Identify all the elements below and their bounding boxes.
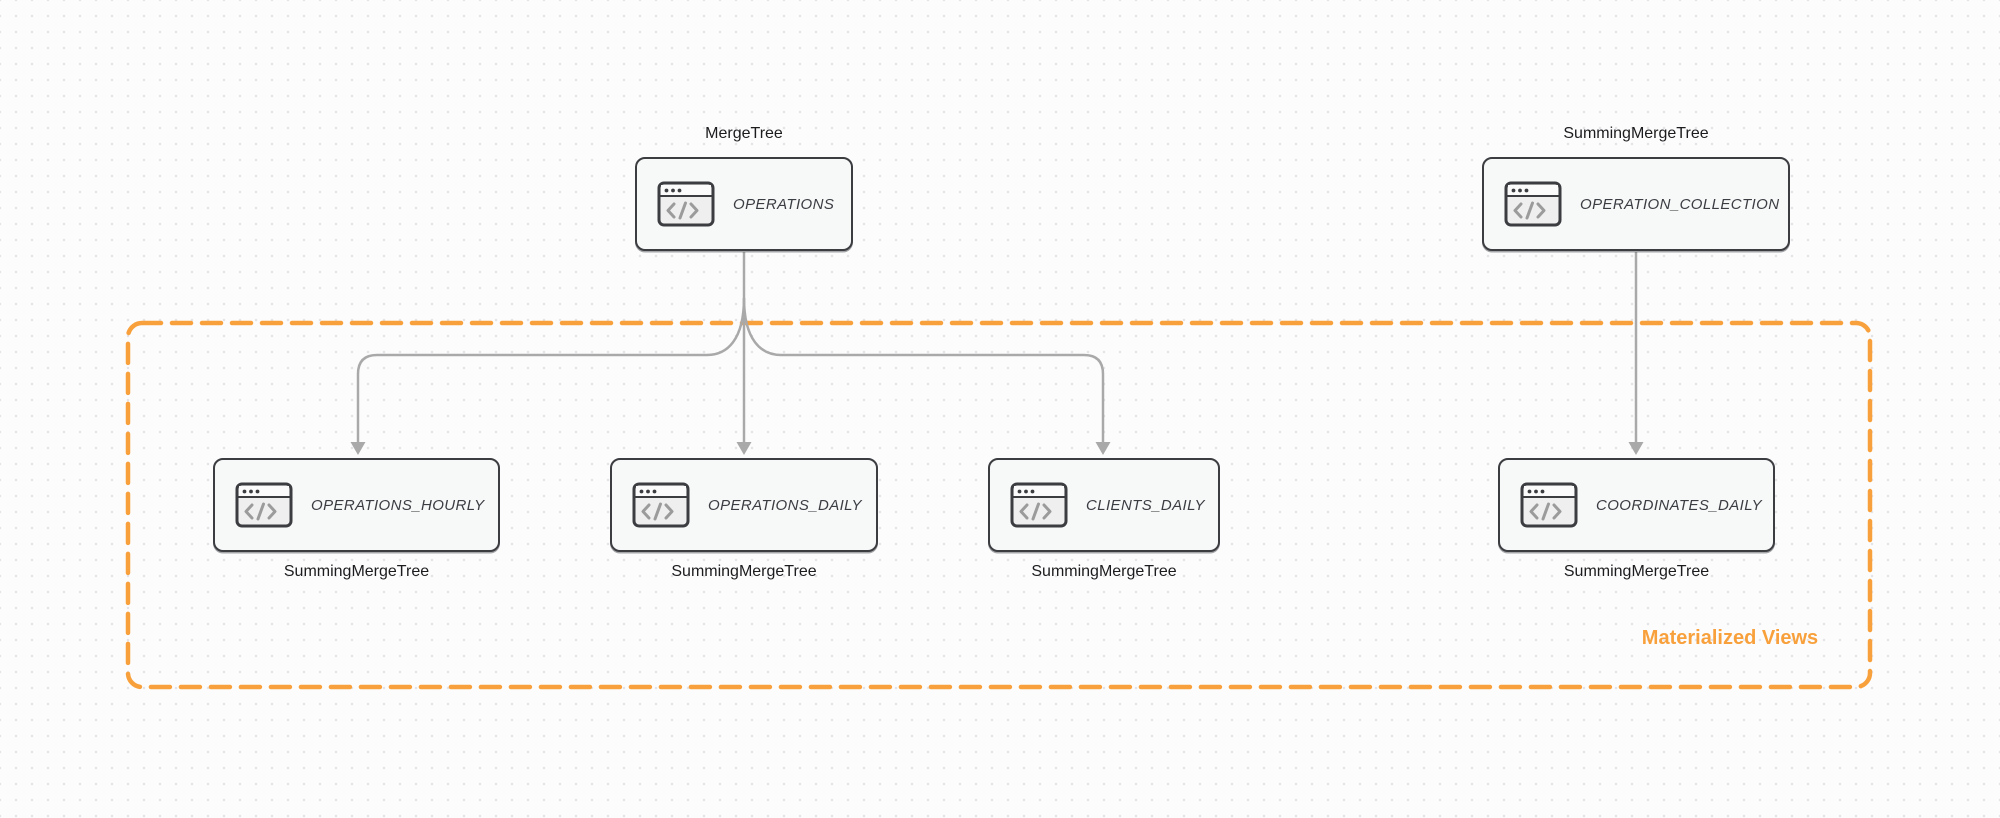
node-operation-collection[interactable]: OPERATION_COLLECTION [1482, 157, 1790, 251]
node-clients-daily[interactable]: CLIENTS_DAILY [988, 458, 1220, 552]
materialized-views-group-box[interactable] [125, 320, 1873, 690]
engine-label-operations-hourly: SummingMergeTree [283, 563, 430, 580]
edge-operations-to-clients-daily [742, 297, 1105, 443]
node-title: COORDINATES_DAILY [1596, 496, 1763, 514]
edge-operations-to-operations-hourly [356, 297, 746, 443]
node-operations[interactable]: OPERATIONS [635, 157, 853, 251]
node-title: OPERATIONS_DAILY [708, 496, 862, 514]
materialized-views-label: Materialized Views [1641, 627, 1819, 649]
engine-label-coordinates-daily: SummingMergeTree [1563, 563, 1710, 580]
engine-label-operation-collection: SummingMergeTree [1563, 125, 1709, 142]
code-window-icon [1520, 482, 1578, 528]
node-title: OPERATION_COLLECTION [1580, 195, 1780, 213]
engine-label-operations-daily: SummingMergeTree [671, 563, 817, 580]
engine-label-clients-daily: SummingMergeTree [1031, 563, 1177, 580]
node-title: OPERATIONS_HOURLY [311, 496, 485, 514]
engine-label-operations: MergeTree [705, 125, 783, 142]
code-window-icon [1010, 482, 1068, 528]
node-operations-hourly[interactable]: OPERATIONS_HOURLY [213, 458, 500, 552]
code-window-icon [235, 482, 293, 528]
code-window-icon [657, 181, 715, 227]
node-title: OPERATIONS [733, 195, 835, 213]
node-coordinates-daily[interactable]: COORDINATES_DAILY [1498, 458, 1775, 552]
arrowhead [736, 442, 752, 455]
node-operations-daily[interactable]: OPERATIONS_DAILY [610, 458, 878, 552]
arrowhead [1628, 442, 1644, 455]
code-window-icon [1504, 181, 1562, 227]
arrowhead [1095, 442, 1111, 455]
node-title: CLIENTS_DAILY [1086, 496, 1205, 514]
code-window-icon [632, 482, 690, 528]
arrowhead [350, 442, 366, 455]
